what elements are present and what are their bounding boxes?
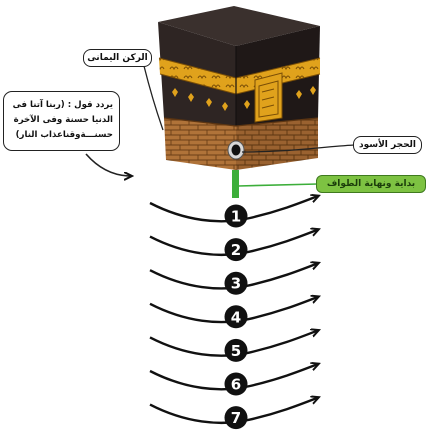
tawaf-round-1: 1 [150, 196, 318, 228]
tawaf-round-4: 4 [150, 297, 318, 329]
black-stone-icon [228, 141, 244, 159]
tawaf-round-2: 2 [150, 230, 318, 262]
kaaba-base-left [164, 118, 236, 170]
tawaf-start-line [232, 170, 239, 198]
tawaf-round-5: 5 [150, 330, 318, 362]
round-number-label: 6 [231, 376, 241, 394]
hajar-aswad-label: الحجر الأسود [353, 136, 422, 154]
round-number-label: 1 [231, 208, 241, 226]
round-number-label: 7 [231, 409, 241, 427]
dua-line-1: يردد قول : (ربنا آتنا فى [8, 98, 113, 113]
rukn-yamani-label: الركن اليمانى [83, 49, 152, 67]
dua-line-2: الدنيا حسنة وفى الآخرة [8, 113, 113, 128]
yamani-leader-line [144, 66, 163, 130]
tawaf-round-3: 3 [150, 263, 318, 295]
dua-line-3: حسنـــةوقناعذاب النار) [8, 128, 113, 143]
tawaf-round-6: 6 [150, 364, 318, 396]
kaaba-base-right [236, 118, 318, 170]
kaaba-door [255, 73, 282, 122]
tawaf-rounds: 1 2 3 4 5 6 7 [150, 196, 318, 429]
dua-pointer-arrow [86, 154, 131, 176]
kaaba [158, 6, 320, 170]
round-number-label: 5 [231, 342, 241, 360]
round-number-label: 2 [231, 241, 241, 259]
round-number-label: 3 [231, 275, 241, 293]
tawaf-start-end-label: بداية ونهاية الطواف [316, 175, 426, 193]
round-number-label: 4 [231, 308, 241, 326]
dua-box: يردد قول : (ربنا آتنا فى الدنيا حسنة وفى… [3, 91, 120, 151]
tawaf-round-7: 7 [150, 398, 318, 430]
